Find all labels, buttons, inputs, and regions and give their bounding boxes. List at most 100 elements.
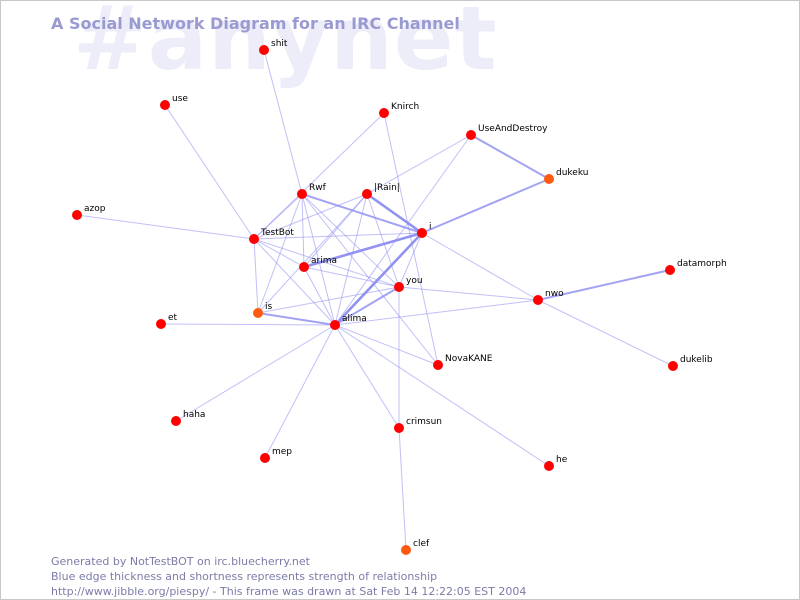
edge-Knirch-NovaKANE: [383, 112, 439, 366]
node-dot: [259, 45, 269, 55]
footer-url-timestamp: http://www.jibble.org/piespy/ - This fra…: [51, 585, 527, 598]
node-dukeku: dukeku: [544, 168, 588, 184]
edge-shit-Rwf: [263, 49, 303, 195]
node-dot: [394, 282, 404, 292]
node-label: arima: [311, 256, 337, 266]
node-dot: [249, 234, 259, 244]
node-dot: [160, 100, 170, 110]
node-label: |Rain|: [374, 183, 400, 193]
node-Rwf: Rwf: [297, 183, 327, 199]
node-TestBot: TestBot: [249, 228, 294, 244]
node-dot: [544, 174, 554, 184]
edge-TestBot-you: [253, 238, 400, 288]
node-et: et: [156, 313, 178, 329]
edge-i-arima_top: [303, 231, 423, 269]
footer-generated-by: Generated by NotTestBOT on irc.bluecherr…: [51, 555, 310, 568]
node-label: Rwf: [309, 183, 327, 193]
node-UseAndDestroy: UseAndDestroy: [466, 124, 548, 140]
edge-arima_top-alima: [303, 266, 336, 326]
edge-i-nwo: [421, 232, 539, 301]
edge-UseAndDestroy-dukeku: [470, 134, 550, 180]
node-label: use: [172, 94, 188, 104]
edge-Rwf-NovaKANE: [301, 193, 439, 366]
edge-layer: [76, 49, 674, 551]
edge-alima-NovaKANE: [334, 324, 439, 366]
node-dot: [417, 228, 427, 238]
node-dot: [260, 453, 270, 463]
node-dot: [379, 108, 389, 118]
node-label: you: [406, 276, 423, 286]
node-dot: [297, 189, 307, 199]
node-dukelib: dukelib: [668, 355, 713, 371]
node-dot: [668, 361, 678, 371]
node-dot: [253, 308, 263, 318]
node-label: Knirch: [391, 102, 419, 112]
node-label: et: [168, 313, 178, 323]
node-mep: mep: [260, 447, 292, 463]
node-azop: azop: [72, 204, 106, 220]
edge-alima-haha: [175, 324, 336, 422]
node-label: crimsun: [406, 417, 442, 427]
node-NovaKANE: NovaKANE: [433, 354, 493, 370]
node-label: azop: [84, 204, 106, 214]
node-shit: shit: [259, 39, 288, 55]
node-nwo: nwo: [533, 289, 564, 305]
node-haha: haha: [171, 410, 205, 426]
edge-Rain-is: [257, 193, 368, 314]
node-label: i: [429, 222, 432, 232]
node-datamorph: datamorph: [665, 259, 727, 275]
node-dot: [533, 295, 543, 305]
edge-you-is: [257, 286, 400, 314]
node-dot: [544, 461, 554, 471]
node-arima_top: arima: [299, 256, 337, 272]
edge-you-alima: [334, 286, 400, 326]
node-clef: clef: [401, 539, 430, 555]
edge-alima-crimsun: [334, 324, 400, 429]
node-crimsun: crimsun: [394, 417, 442, 433]
node-label: he: [556, 455, 568, 465]
edge-Knirch-TestBot: [253, 112, 385, 240]
edge-is-alima: [257, 312, 336, 326]
node-label: TestBot: [260, 228, 294, 238]
node-dot: [665, 265, 675, 275]
edge-et-alima: [160, 323, 336, 326]
node-label: UseAndDestroy: [478, 124, 548, 134]
node-Rain: |Rain|: [362, 183, 400, 199]
edge-alima-he: [334, 324, 550, 467]
edge-azop-TestBot: [76, 214, 255, 240]
node-you: you: [394, 276, 423, 292]
node-label: alima: [342, 314, 367, 324]
node-dot: [299, 262, 309, 272]
edge-you-nwo: [398, 286, 539, 301]
node-dot: [401, 545, 411, 555]
node-label: shit: [271, 39, 288, 49]
edge-i-TestBot: [253, 232, 423, 240]
edge-Rain-you: [366, 193, 400, 288]
footer: Generated by NotTestBOT on irc.bluecherr…: [51, 554, 526, 599]
edge-Rwf-arima_top: [301, 193, 305, 268]
edge-arima_top-you: [303, 266, 400, 288]
node-label: haha: [183, 410, 205, 420]
node-dot: [171, 416, 181, 426]
node-dot: [362, 189, 372, 199]
edge-TestBot-is: [253, 238, 259, 314]
edge-UseAndDestroy-alima: [334, 134, 472, 326]
node-dot: [433, 360, 443, 370]
edge-nwo-dukelib: [537, 299, 674, 367]
edge-TestBot-alima: [253, 238, 336, 326]
node-label: is: [265, 302, 273, 312]
node-dot: [156, 319, 166, 329]
edge-i-you: [398, 232, 423, 288]
edge-use-TestBot: [164, 104, 255, 240]
node-alima: alima: [330, 314, 367, 330]
edge-Rain-i: [366, 192, 423, 235]
edge-Rwf-alima: [301, 193, 336, 326]
node-dot: [72, 210, 82, 220]
node-is: is: [253, 302, 273, 318]
edge-Rain-TestBot: [253, 193, 368, 240]
edge-i-alima: [334, 232, 423, 326]
edge-TestBot-arima_top: [253, 238, 305, 268]
edge-UseAndDestroy-Rain: [366, 134, 472, 195]
